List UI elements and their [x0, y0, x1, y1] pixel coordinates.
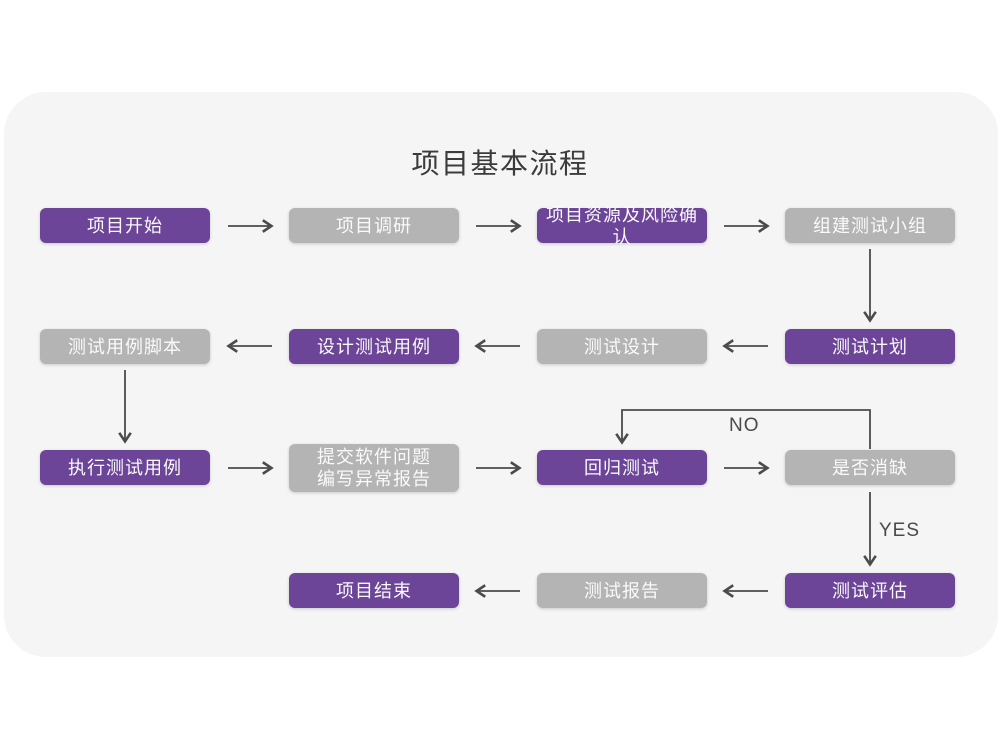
node-research: 项目调研 — [289, 208, 459, 243]
node-submit-issue-label: 提交软件问题 编写异常报告 — [317, 447, 431, 489]
node-team: 组建测试小组 — [785, 208, 955, 243]
node-test-plan: 测试计划 — [785, 329, 955, 364]
node-case-scripts: 测试用例脚本 — [40, 329, 210, 364]
node-design-cases-label: 设计测试用例 — [317, 336, 431, 357]
node-evaluate: 测试评估 — [785, 573, 955, 608]
node-test-report-label: 测试报告 — [584, 580, 660, 601]
node-start: 项目开始 — [40, 208, 210, 243]
edge-label-yes: YES — [879, 520, 921, 541]
node-defect-check: 是否消缺 — [785, 450, 955, 485]
node-test-report: 测试报告 — [537, 573, 707, 608]
node-end-label: 项目结束 — [336, 580, 412, 601]
node-design-cases: 设计测试用例 — [289, 329, 459, 364]
node-defect-check-label: 是否消缺 — [832, 457, 908, 478]
node-case-scripts-label: 测试用例脚本 — [68, 336, 182, 357]
node-test-design-label: 测试设计 — [584, 336, 660, 357]
node-execute: 执行测试用例 — [40, 450, 210, 485]
edge-label-no: NO — [729, 415, 760, 436]
node-test-plan-label: 测试计划 — [832, 336, 908, 357]
node-resources: 项目资源及风险确认 — [537, 205, 707, 247]
node-research-label: 项目调研 — [336, 215, 412, 236]
node-start-label: 项目开始 — [87, 215, 163, 236]
node-regression-label: 回归测试 — [584, 457, 660, 478]
node-submit-issue: 提交软件问题 编写异常报告 — [289, 444, 459, 492]
node-resources-label: 项目资源及风险确认 — [546, 204, 698, 247]
node-evaluate-label: 测试评估 — [832, 580, 908, 601]
flowchart-card — [4, 92, 998, 657]
node-team-label: 组建测试小组 — [813, 215, 927, 236]
node-test-design: 测试设计 — [537, 329, 707, 364]
page-title: 项目基本流程 — [411, 148, 589, 179]
node-execute-label: 执行测试用例 — [68, 457, 182, 478]
node-regression: 回归测试 — [537, 450, 707, 485]
node-end: 项目结束 — [289, 573, 459, 608]
